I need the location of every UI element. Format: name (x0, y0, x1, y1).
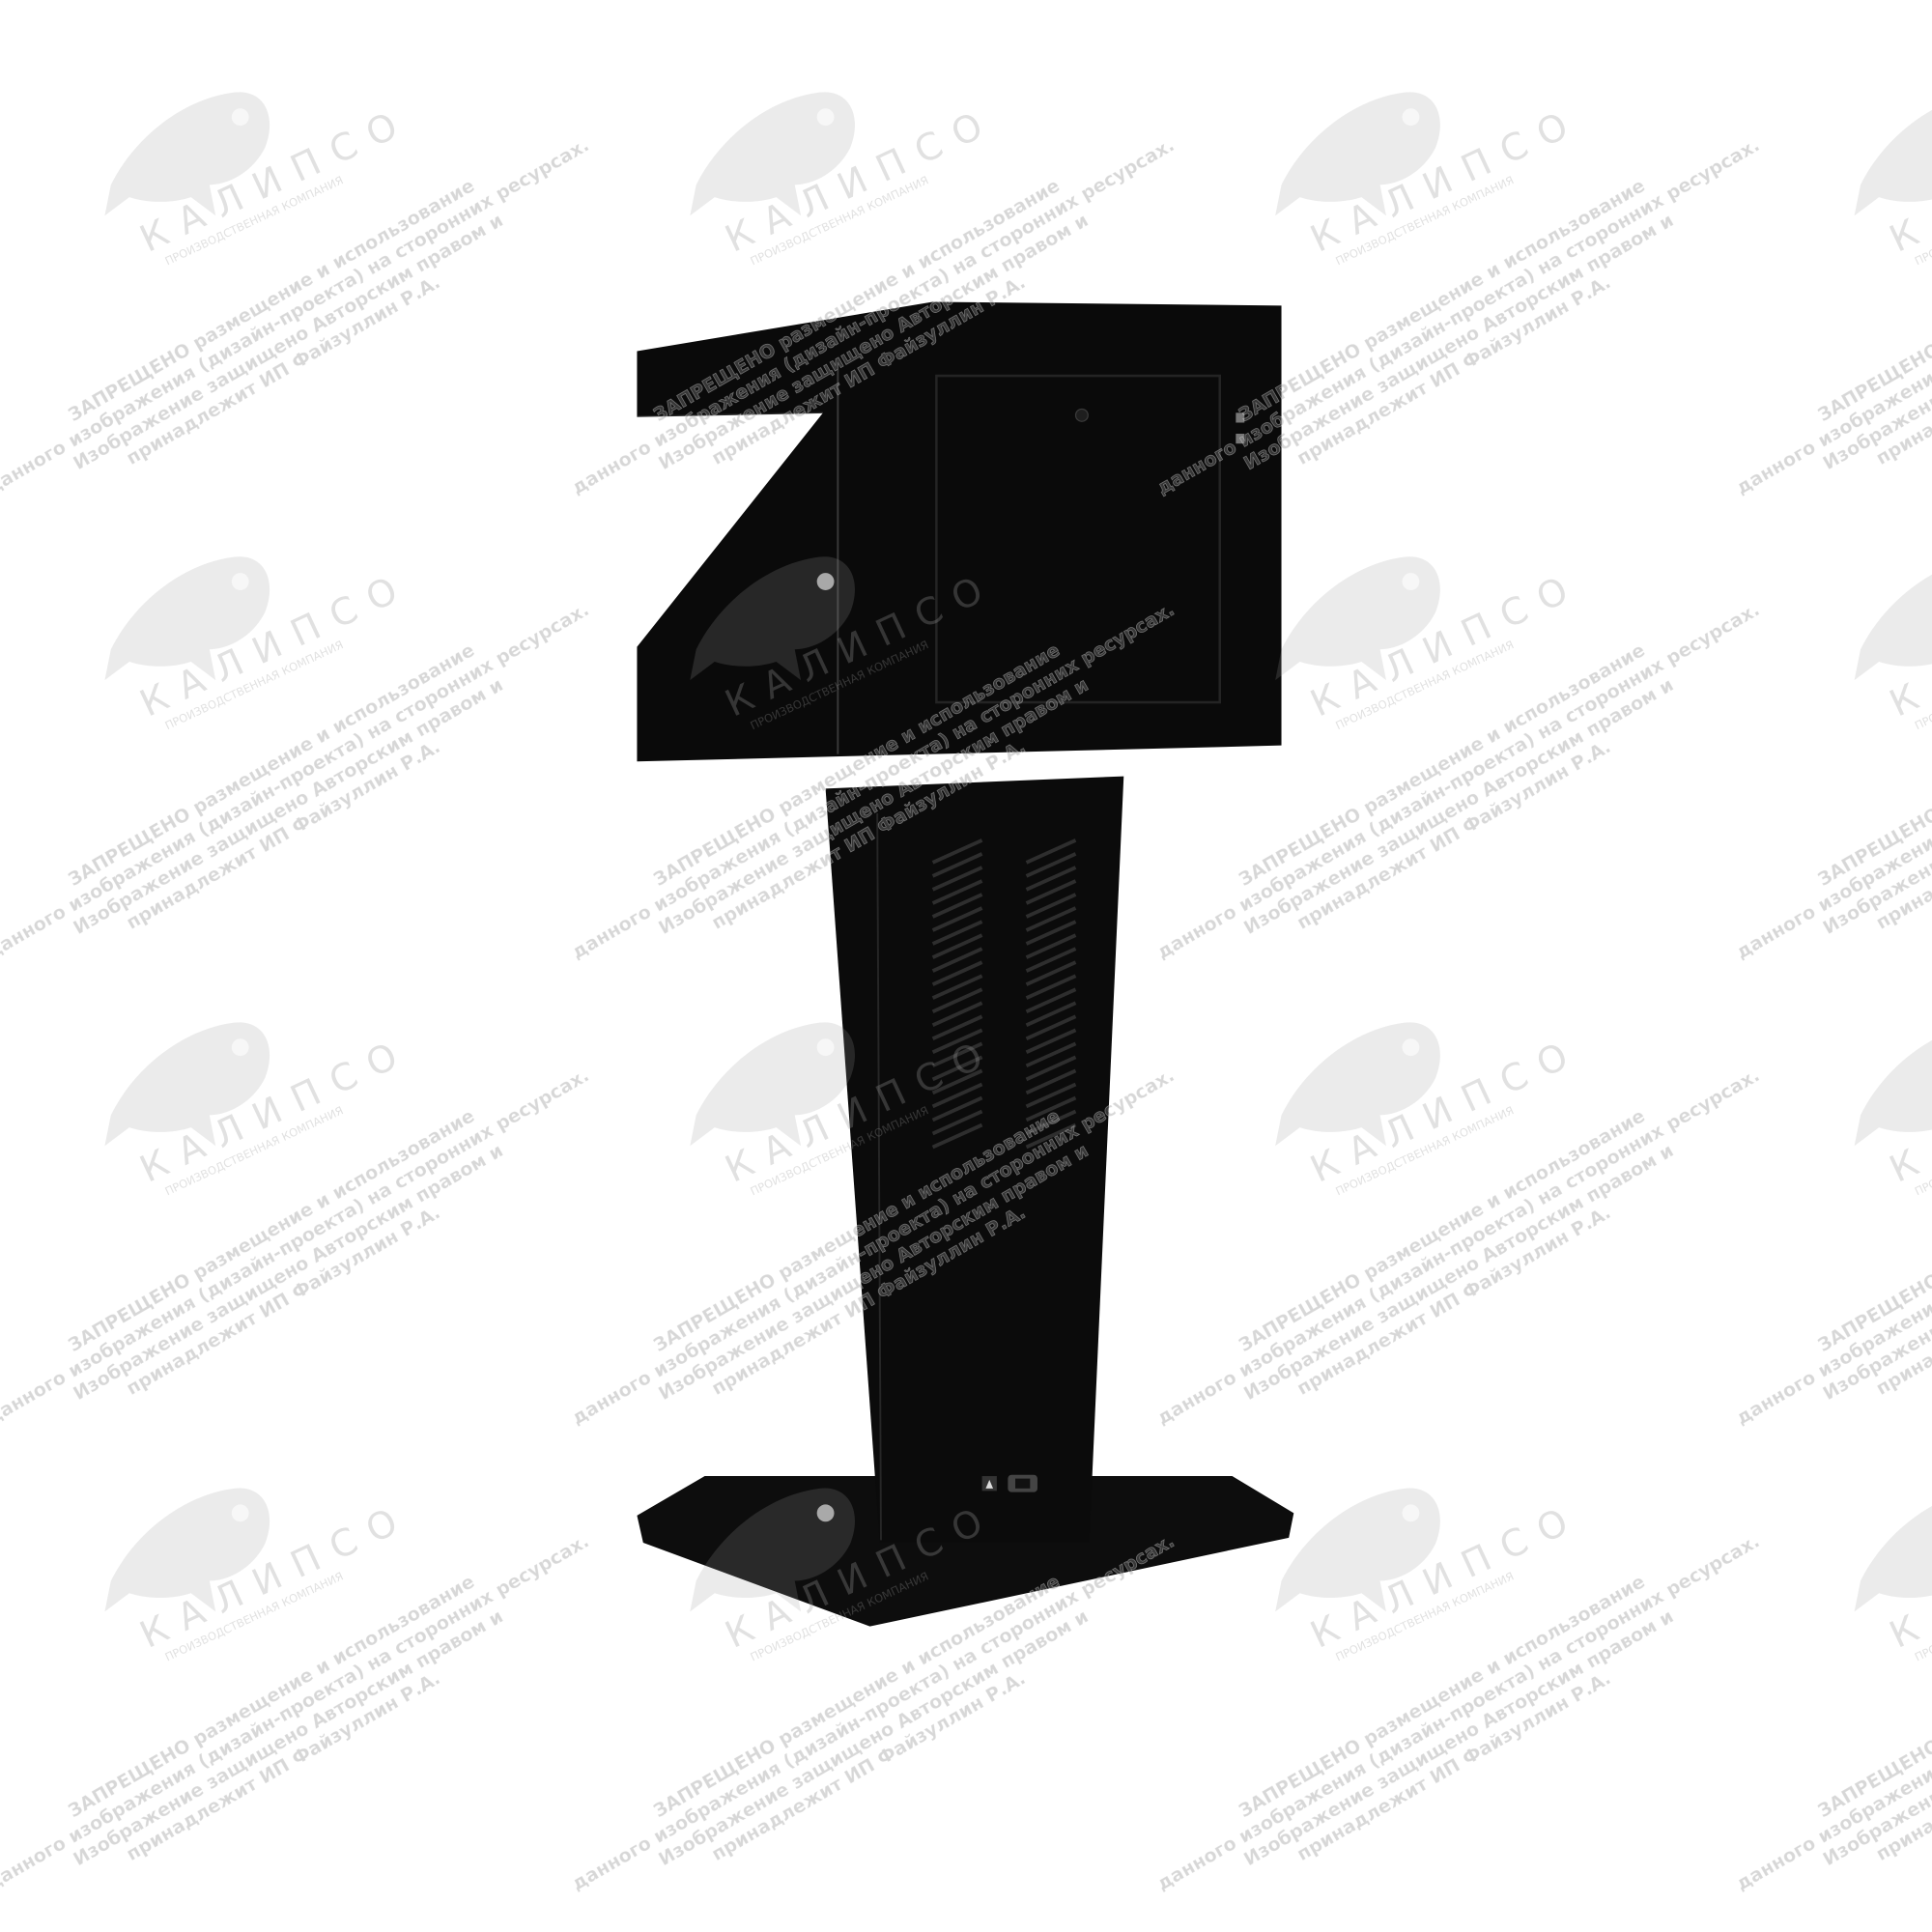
kiosk (637, 301, 1294, 1627)
fish-logo-icon (104, 92, 270, 216)
vent-slot (1025, 1055, 1077, 1082)
vent-slot (1025, 893, 1077, 919)
fish-logo-icon (1275, 1022, 1440, 1147)
vent-slot (931, 974, 983, 1000)
fish-logo-icon (104, 1488, 270, 1612)
fish-logo-icon (1275, 92, 1440, 216)
fish-logo-icon (690, 1488, 855, 1612)
vent-slot (931, 1055, 983, 1082)
vent-slot (1025, 1082, 1077, 1109)
fish-logo-icon (690, 556, 855, 681)
vent-grille-left (931, 838, 983, 1150)
vent-slot (1025, 1041, 1077, 1068)
vent-slot (1025, 960, 1077, 986)
vent-slot (931, 987, 983, 1013)
vent-slot (931, 933, 983, 959)
kiosk-column (825, 776, 1124, 1543)
vent-slot (1025, 838, 1077, 865)
vent-slot (1025, 987, 1077, 1013)
fish-logo-icon (104, 556, 270, 681)
vent-slot (931, 1068, 983, 1095)
vent-slot (931, 866, 983, 892)
vent-slot (1025, 1068, 1077, 1095)
vent-slot (931, 960, 983, 986)
vent-slot (931, 852, 983, 878)
vent-slot (931, 1122, 983, 1150)
vent-grille-right (1025, 838, 1077, 1150)
vent-slot (931, 1028, 983, 1055)
vent-slot (1025, 933, 1077, 959)
vent-slot (1025, 1028, 1077, 1055)
vent-slot (931, 879, 983, 905)
vent-slot (1025, 920, 1077, 946)
fish-logo-icon (1854, 1506, 1932, 1612)
fish-logo-icon (690, 92, 855, 216)
vent-slot (1025, 906, 1077, 932)
vent-slot (1025, 1014, 1077, 1040)
vent-slot (931, 906, 983, 932)
fish-logo-icon (104, 1022, 270, 1147)
vent-slot (931, 1041, 983, 1068)
vent-slot (931, 1082, 983, 1109)
vent-slot (1025, 947, 1077, 973)
vent-slot (1025, 974, 1077, 1000)
network-port-icon (981, 1476, 997, 1492)
vent-slot (1025, 852, 1077, 878)
fish-logo-icon (690, 1022, 855, 1147)
vent-slot (931, 1095, 983, 1122)
fish-logo-icon (1854, 1039, 1932, 1147)
vent-slot (931, 893, 983, 919)
vent-slot (1025, 866, 1077, 892)
vent-slot (1025, 1001, 1077, 1027)
fish-logo-icon (1275, 1488, 1440, 1612)
vent-slot (931, 1109, 983, 1136)
vent-slot (931, 1001, 983, 1027)
kiosk-base (637, 1476, 1294, 1627)
vent-slot (1025, 1122, 1077, 1150)
vent-slot (931, 947, 983, 973)
vent-slot (1025, 879, 1077, 905)
fish-logo-icon (1854, 574, 1932, 681)
fish-logo-icon (1275, 556, 1440, 681)
vent-slot (931, 1014, 983, 1040)
vent-slot (931, 838, 983, 865)
power-socket-icon (1008, 1474, 1037, 1492)
fish-logo-icon (1854, 109, 1932, 216)
usb-port-icon (1236, 412, 1245, 423)
vent-slot (931, 920, 983, 946)
service-panel (935, 374, 1222, 704)
kiosk-head (637, 301, 1282, 762)
lock-icon (1074, 408, 1089, 422)
vent-slot (1025, 1095, 1077, 1122)
vent-slot (1025, 1109, 1077, 1136)
